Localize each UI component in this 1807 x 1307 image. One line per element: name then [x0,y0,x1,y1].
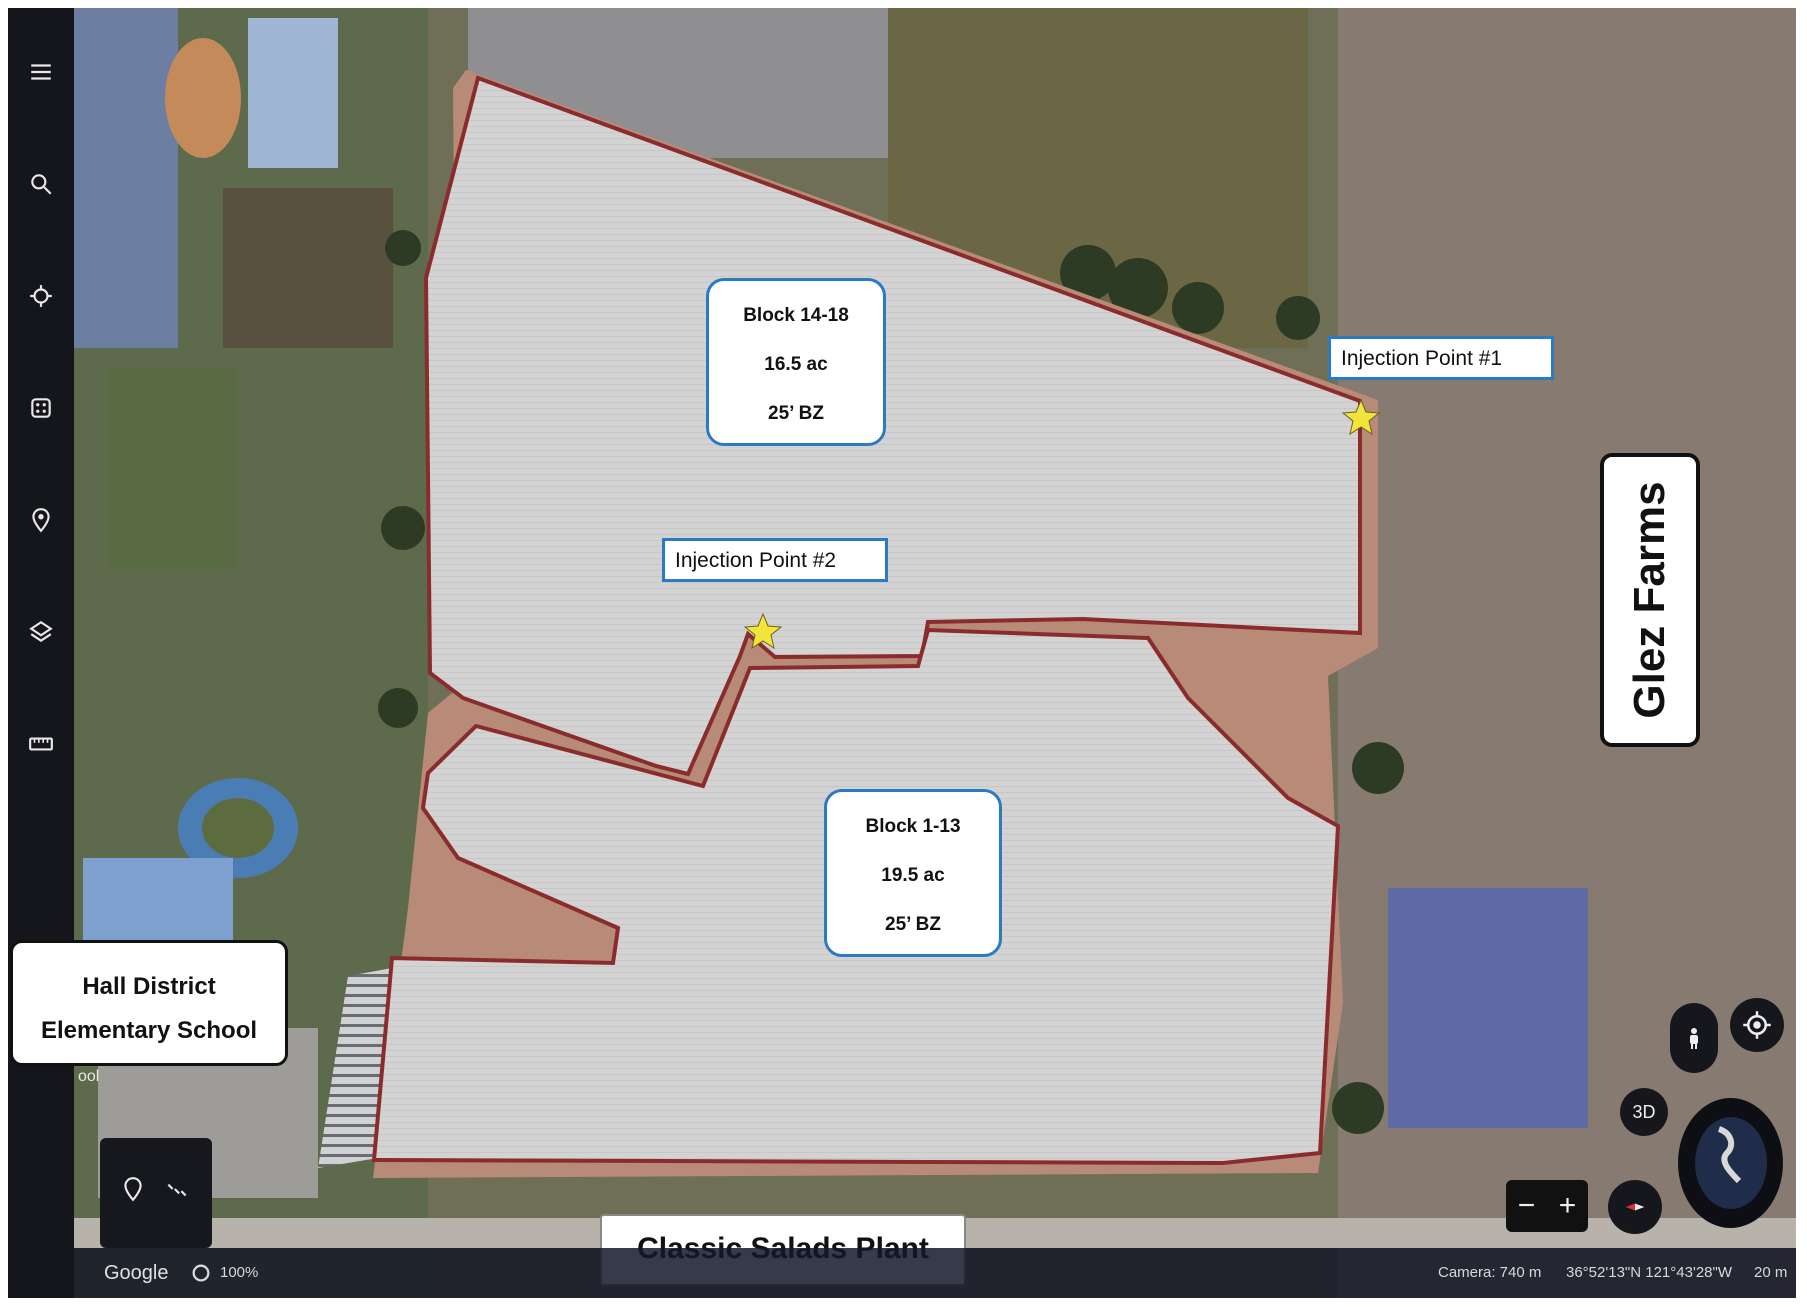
google-logo: Google [104,1262,169,1284]
placemark-controls [100,1138,212,1248]
streaming-icon [192,1264,210,1282]
injection-point-1-label: Injection Point #1 [1328,336,1554,380]
voyager-icon[interactable] [23,278,59,314]
camera-altitude: Camera: 740 m [1438,1264,1542,1281]
coordinates: 36°52'13"N 121°43'28"W [1566,1264,1732,1281]
field-block-14-18[interactable] [423,75,1362,777]
projects-icon[interactable] [23,502,59,538]
school-label: Hall District Elementary School [10,940,288,1066]
map-style-icon[interactable] [23,614,59,650]
school-rooftops [248,18,338,168]
pegman-button[interactable] [1670,1003,1718,1073]
feeling-lucky-icon[interactable] [23,390,59,426]
injection-point-2-marker[interactable] [743,612,783,650]
compass-button[interactable] [1608,1180,1662,1234]
satellite-map[interactable] [8,8,1796,1298]
block-1-13-buffer: 25’ BZ [885,914,941,935]
injection-point-1-marker[interactable] [1341,398,1381,436]
streaming-percent: 100% [220,1264,259,1281]
tree-line [378,230,1404,1134]
block-14-18-name: Block 14-18 [743,305,849,326]
placemark-icon[interactable] [120,1176,146,1202]
view-3d-button[interactable]: 3D [1620,1088,1668,1136]
block-1-13-name: Block 1-13 [865,816,961,837]
pegman-icon [1690,1028,1698,1049]
compass-icon [1625,1203,1645,1211]
injection-point-2-label: Injection Point #2 [662,538,888,582]
zoom-out-button[interactable]: − [1517,1189,1536,1222]
block-14-18-buffer: 25’ BZ [768,403,824,424]
block-1-13-area: 19.5 ac [881,865,945,886]
status-bar: Google 100% Camera: 740 m 36°52'13"N 121… [74,1248,1796,1298]
block-1-13-label: Block 1-13 19.5 ac 25’ BZ [824,789,1002,957]
zoom-in-button[interactable]: + [1558,1189,1577,1222]
my-location-button[interactable] [1730,998,1784,1052]
block-14-18-area: 16.5 ac [764,354,828,375]
map-viewport[interactable]: Block 14-18 16.5 ac 25’ BZ Block 1-13 19… [8,8,1796,1298]
west-blue-field [68,8,178,348]
east-pond [1388,888,1588,1128]
ball-field [165,38,241,158]
partial-map-label: ool [78,1068,100,1085]
school-label-line1: Hall District [82,973,216,1000]
search-icon[interactable] [23,166,59,202]
school-label-line2: Elementary School [40,1017,258,1044]
menu-icon[interactable] [23,54,59,90]
zoom-controls: − + [1506,1180,1588,1232]
globe-icon [1694,1117,1767,1209]
scale-label: 20 m [1754,1264,1788,1281]
green-lot [108,368,238,568]
block-14-18-label: Block 14-18 16.5 ac 25’ BZ [706,278,886,446]
dirt-lot [223,188,393,348]
my-location-icon [1743,1011,1771,1039]
path-icon[interactable] [164,1176,190,1202]
sidebar-toolbar [8,8,74,1298]
measure-icon[interactable] [23,726,59,762]
farm-label: Glez Farms [1600,453,1700,747]
farm-label-text: Glez Farms [1625,481,1674,719]
globe-button[interactable] [1678,1098,1783,1228]
